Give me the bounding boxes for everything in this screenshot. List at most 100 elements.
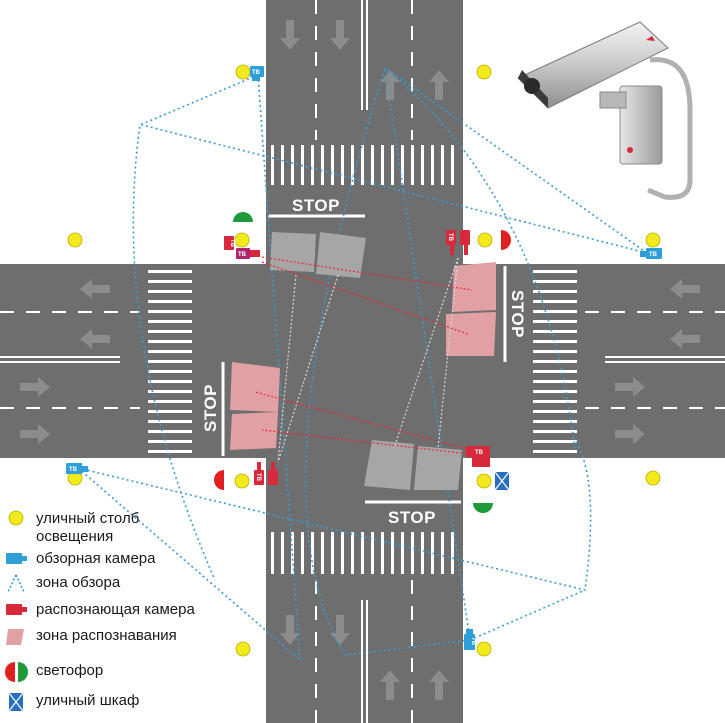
arrow-down-icon: [280, 20, 300, 50]
street-light-icon: [477, 232, 493, 248]
recognition-zone-west-2: [230, 412, 278, 450]
recognition-camera-nw: ТВ: [236, 248, 260, 259]
traffic-lights: [214, 212, 511, 513]
overview-zone-east: [141, 124, 648, 254]
overview-zone-west-2: [77, 467, 301, 661]
recognition-camera-se: ТВ: [466, 446, 490, 467]
stop-label-north: STOP: [292, 196, 340, 215]
crosswalk-west: [148, 270, 192, 453]
camera-tag: ТВ: [238, 252, 247, 258]
arrow-right-icon: [615, 424, 645, 444]
legend-item-overview-camera: обзорная камера: [0, 548, 260, 574]
overview-camera-north: ТВ: [250, 66, 264, 81]
street-light-icon: [235, 641, 251, 657]
street-light-icon: [234, 232, 250, 248]
street-light-icon: [235, 64, 251, 80]
camera-tag: ТВ: [649, 252, 658, 258]
legend-label-street-light: уличный столб освещения: [36, 510, 140, 545]
street-light-icon: [645, 232, 661, 248]
recognition-zone-south-1: [364, 440, 414, 490]
recognition-zone-south-2: [414, 446, 462, 490]
street-light-icon: [476, 64, 492, 80]
camera-tag: ТВ: [69, 467, 78, 473]
overview-zone-north: [132, 74, 259, 581]
stop-label-east: STOP: [508, 290, 527, 338]
overview-zones: [77, 67, 648, 661]
arrow-right-icon: [20, 424, 50, 444]
arrow-left-icon: [670, 329, 700, 349]
stop-lines: [221, 214, 507, 504]
overview-zone-south: [305, 67, 471, 656]
camera-tag: ТВ: [470, 637, 476, 646]
traffic-light-north-green-icon: [233, 212, 253, 222]
traffic-light-east-red-icon: [501, 230, 511, 250]
street-light-icon: [67, 232, 83, 248]
legend-item-recognition-zone: зона распознавания: [0, 625, 260, 651]
street-light-icon: [234, 473, 250, 489]
arrow-right-icon: [615, 377, 645, 397]
recognition-camera-ne: ТВ: [446, 230, 470, 255]
crosswalk-east: [533, 270, 577, 453]
arrow-up-icon: [429, 70, 449, 100]
stop-label-west: STOP: [201, 384, 220, 432]
arrow-left-icon: [670, 279, 700, 299]
recognition-rays: [254, 256, 479, 463]
recognition-camera-nw-2: ТВ: [224, 236, 235, 250]
street-light-icon: [476, 473, 492, 489]
camera-tag: ТВ: [447, 233, 453, 242]
legend-label-overview-camera: обзорная камера: [36, 550, 156, 567]
street-light-icon: [645, 470, 661, 486]
recognition-zone-east-2: [446, 312, 496, 356]
overview-camera-east: ТВ: [640, 248, 662, 259]
lane-markings-horizontal: [0, 311, 725, 409]
camera-mount-plate: [619, 85, 663, 165]
blue-cabinet-icon: [8, 692, 24, 712]
recognition-zone-east-1: [452, 262, 496, 312]
cctv-camera-illustration: [517, 21, 693, 200]
dotted-triangle-icon: [7, 574, 25, 593]
overview-zone-east-2: [384, 67, 648, 451]
legend-label-traffic-light: светофор: [36, 662, 104, 679]
legend-item-street-cabinet: уличный шкаф: [0, 690, 260, 716]
road-horizontal: [0, 264, 725, 458]
arrow-right-icon: [20, 377, 50, 397]
crosswalk-north: [271, 145, 454, 185]
recognition-zone-west-1: [230, 362, 280, 412]
legend-item-traffic-light: светофор: [0, 660, 260, 686]
recognition-zone-north-1: [270, 232, 316, 272]
pink-zone-icon: [6, 629, 24, 645]
recognition-zone-north-2: [316, 232, 366, 278]
overview-zone-south-2: [469, 589, 586, 641]
direction-arrows: [20, 20, 700, 700]
camera-tag: ТВ: [255, 473, 261, 482]
traffic-light-west-red-icon: [214, 470, 224, 490]
street-cabinet-icon: [494, 471, 510, 491]
crosswalk-south: [271, 532, 454, 574]
recognition-zones: [230, 232, 496, 490]
yellow-circle-icon: [8, 510, 24, 526]
traffic-light-south-green-icon: [473, 503, 493, 513]
legend-item-recognition-camera: распознающая камера: [0, 599, 260, 625]
recognition-camera-sw: ТВ: [254, 462, 278, 485]
stop-label-south: STOP: [388, 508, 436, 527]
arrow-down-icon: [280, 615, 300, 645]
overview-camera-south: ТВ: [464, 629, 476, 650]
arrow-up-icon: [380, 670, 400, 700]
arrow-up-icon: [429, 670, 449, 700]
overview-zone-west: [77, 439, 592, 591]
street-light-icon: [476, 641, 492, 657]
blue-camera-icon: [6, 553, 27, 564]
red-camera-icon: [6, 604, 27, 615]
overview-zone-south-3: [384, 67, 471, 641]
arrow-up-icon: [380, 70, 400, 100]
camera-tag: ТВ: [252, 70, 261, 76]
legend-item-overview-zone: зона обзора: [0, 572, 260, 598]
arrow-left-icon: [80, 329, 110, 349]
legend-label-recognition-zone: зона распознавания: [36, 627, 177, 644]
red-green-semicircle-icon: [5, 662, 28, 682]
camera-tag: ТВ: [229, 239, 235, 248]
legend-label-overview-zone: зона обзора: [36, 574, 121, 591]
overview-camera-west: ТВ: [66, 463, 88, 474]
camera-lens: [524, 78, 540, 94]
